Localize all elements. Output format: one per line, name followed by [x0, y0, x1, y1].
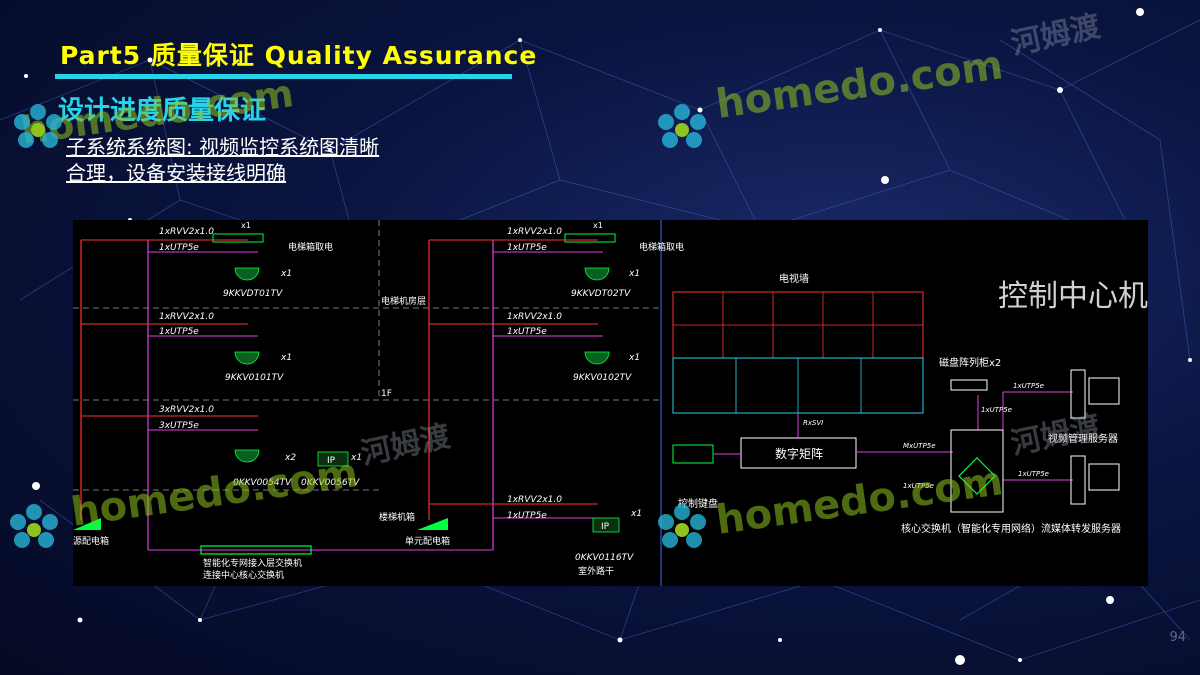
- qty-label: x1: [628, 353, 640, 363]
- link-label: RxSVI: [803, 419, 823, 427]
- elevator-room-label: 电梯机房层: [381, 295, 426, 307]
- core-switch-label: 核心交换机（智能化专用网络）: [901, 522, 1041, 535]
- qty-label: x1: [280, 269, 292, 279]
- stream-server-label: 流媒体转发服务器: [1041, 522, 1121, 535]
- title-underline: [55, 74, 512, 79]
- outdoor-label: 室外路干: [578, 565, 614, 577]
- qty-label: x1: [280, 353, 292, 363]
- floor-label: 1F: [381, 389, 392, 399]
- slide-description: 子系统系统图: 视频监控系统图清晰 合理，设备安装接线明确: [66, 134, 486, 186]
- camera-id: 9KKVDT02TV: [571, 289, 631, 299]
- qty-label: x1: [630, 509, 642, 519]
- homedo-logo-icon: [658, 104, 706, 148]
- distribution-box-icon: [417, 518, 448, 530]
- dome-camera-icon: [584, 267, 610, 281]
- cable-label: 1xUTP5e: [159, 327, 199, 337]
- stair-box-label: 楼梯机箱: [379, 511, 415, 523]
- elevator-power-label: 电梯箱取电: [288, 241, 333, 253]
- box-label: 源配电箱: [73, 535, 109, 547]
- cable-label: 1xRVV2x1.0: [159, 312, 214, 322]
- cable-label: 1xRVV2x1.0: [507, 227, 562, 237]
- monitor-icon: [1088, 463, 1120, 491]
- storage-label: 磁盘阵列柜x2: [939, 356, 1001, 369]
- camera-id: 0KKV0116TV: [575, 553, 634, 563]
- monitor-icon: [1088, 377, 1120, 405]
- matrix-label: 数字矩阵: [775, 446, 823, 461]
- cable-label: 1xUTP5e: [507, 243, 547, 253]
- slide-subtitle: 设计进度质量保证: [58, 96, 267, 126]
- link-label: 1xUTP5e: [1013, 382, 1044, 390]
- ip-camera-icon: [317, 451, 349, 467]
- qty-label: x1: [350, 453, 362, 463]
- desc-line-1: 子系统系统图: 视频监控系统图清晰: [66, 135, 380, 159]
- dome-camera-icon: [234, 351, 260, 365]
- cable-label: 1xRVV2x1.0: [159, 227, 214, 237]
- homedo-logo-icon: [10, 504, 58, 548]
- camera-id: 9KKVDT01TV: [223, 289, 283, 299]
- cable-label: 1xRVV2x1.0: [507, 495, 562, 505]
- unit-box-label: 单元配电箱: [405, 535, 450, 547]
- cable-label: 1xUTP5e: [507, 327, 547, 337]
- camera-id: 9KKV0102TV: [573, 373, 632, 383]
- qty-label: x1: [628, 269, 640, 279]
- cable-label: 3xRVV2x1.0: [159, 405, 214, 415]
- link-label: 1xUTP5e: [1018, 470, 1049, 478]
- video-wall: [672, 291, 924, 414]
- dome-camera-icon: [234, 267, 260, 281]
- video-wall-label: 电视墙: [779, 272, 809, 285]
- elevator-power-label: 电梯箱取电: [639, 241, 684, 253]
- link-label: 1xUTP5e: [981, 406, 1012, 414]
- cable-label: 1xUTP5e: [159, 243, 199, 253]
- qty-label: x1: [241, 221, 251, 230]
- cable-label: 1xRVV2x1.0: [507, 312, 562, 322]
- disk-array-icon: [950, 379, 988, 391]
- control-room-label: 控制中心机房: [998, 279, 1148, 314]
- page-number: 94: [1169, 630, 1186, 645]
- ip-label: IP: [327, 456, 336, 466]
- ip-camera-icon: [592, 517, 620, 533]
- slide-title: Part5 质量保证 Quality Assurance: [60, 41, 538, 70]
- control-keyboard-icon: [672, 444, 714, 464]
- desc-line-2: 合理，设备安装接线明确: [66, 161, 286, 185]
- dome-camera-icon: [584, 351, 610, 365]
- distribution-box-icon: [73, 518, 101, 530]
- qty-label: x2: [284, 453, 296, 463]
- server-tower-icon: [1070, 455, 1086, 505]
- access-switch-icon: [200, 545, 312, 555]
- camera-id: 0KKV0054TV: [233, 478, 292, 488]
- link-label: 1xUTP5e: [903, 482, 934, 490]
- homedo-logo-icon: [14, 104, 62, 148]
- cable-label: 3xUTP5e: [159, 421, 199, 431]
- dome-camera-icon: [234, 449, 260, 463]
- camera-id: 0KKV0056TV: [301, 478, 360, 488]
- mgmt-server-label: 视频管理服务器: [1048, 432, 1118, 445]
- core-switch-icon: [950, 429, 1004, 513]
- access-switch-label: 连接中心核心交换机: [203, 569, 284, 581]
- server-tower-icon: [1070, 369, 1086, 419]
- homedo-logo-icon: [658, 504, 706, 548]
- video-surveillance-diagram: 1xRVV2x1.0 1xUTP5e 1xRVV2x1.0 1xUTP5e 3x…: [73, 220, 1148, 586]
- cable-label: 1xUTP5e: [507, 511, 547, 521]
- access-switch-label: 智能化专网接入层交换机: [203, 557, 302, 569]
- ip-label: IP: [601, 522, 610, 532]
- camera-id: 9KKV0101TV: [225, 373, 284, 383]
- qty-label: x1: [593, 221, 603, 230]
- link-label: MxUTP5e: [903, 442, 936, 450]
